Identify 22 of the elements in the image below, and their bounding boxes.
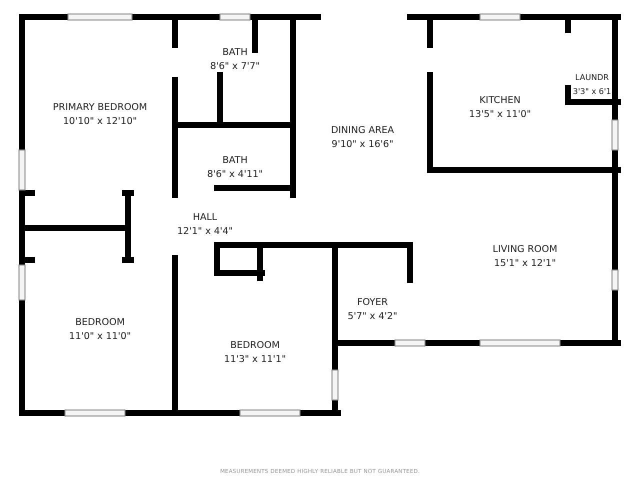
- room-dimensions: 5'7" x 4'2": [348, 310, 398, 324]
- room-name: BEDROOM: [75, 316, 125, 330]
- room-dimensions: 11'0" x 11'0": [69, 330, 131, 344]
- room-name: HALL: [192, 211, 218, 225]
- room-name: DINING AREA: [330, 124, 394, 138]
- room-name: BEDROOM: [230, 339, 280, 353]
- room-name: FOYER: [357, 296, 388, 310]
- room-dimensions: 8'6" x 4'11": [207, 168, 263, 182]
- room-name: PRIMARY BEDROOM: [52, 101, 148, 115]
- room-dimensions: 13'5" x 11'0": [469, 108, 531, 122]
- room-dimensions: 3'3" x 6'1: [572, 86, 612, 98]
- room-dimensions: 12'1" x 4'4": [177, 225, 233, 239]
- room-dimensions: 15'1" x 12'1": [494, 257, 556, 271]
- room-name: BATH: [222, 154, 248, 168]
- room-dimensions: 10'10" x 12'10": [63, 115, 137, 129]
- room-name: BATH: [222, 46, 248, 60]
- room-name: LIVING ROOM: [492, 243, 558, 257]
- room-dimensions: 9'10" x 16'6": [332, 138, 394, 152]
- room-dimensions: 8'6" x 7'7": [210, 60, 260, 74]
- room-name: LAUNDR: [575, 72, 609, 84]
- room-name: KITCHEN: [479, 94, 521, 108]
- room-dimensions: 11'3" x 11'1": [224, 353, 286, 367]
